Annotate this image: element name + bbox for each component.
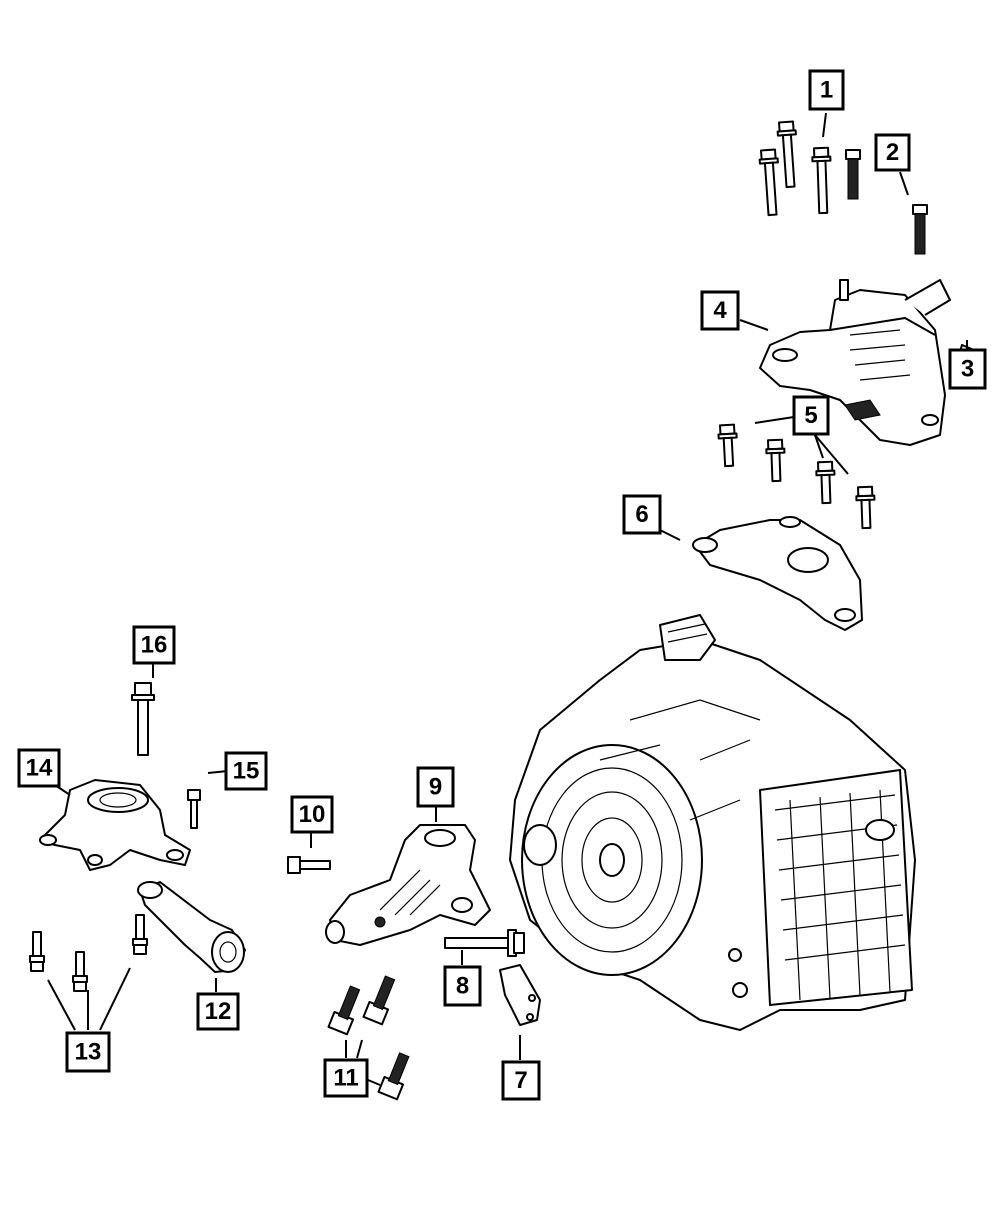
svg-text:5: 5	[804, 402, 817, 429]
callout-14: 14	[17, 748, 61, 788]
svg-text:4: 4	[713, 297, 727, 324]
svg-text:7: 7	[514, 1067, 527, 1094]
lower-mount-14	[39, 779, 191, 871]
callout-15: 15	[224, 751, 268, 791]
mount-bracket-6	[692, 516, 863, 631]
svg-text:15: 15	[233, 758, 260, 785]
callout-3: 3	[948, 348, 987, 390]
long-bolt-8	[444, 929, 525, 957]
callout-5: 5	[792, 395, 830, 436]
callout-13: 13	[65, 1031, 111, 1073]
bolt-set-11	[327, 975, 410, 1101]
svg-text:11: 11	[333, 1065, 358, 1092]
bolt-16	[131, 682, 155, 756]
callout-11: 11	[323, 1058, 369, 1098]
svg-text:1: 1	[820, 77, 833, 104]
callout-7: 7	[501, 1060, 541, 1101]
svg-text:12: 12	[205, 998, 232, 1025]
callout-10: 10	[290, 795, 334, 834]
svg-text:8: 8	[456, 973, 469, 1000]
callout-8: 8	[443, 965, 482, 1007]
torque-strut-12	[137, 881, 246, 973]
mount-bolt-2	[912, 204, 928, 255]
svg-text:13: 13	[75, 1039, 102, 1066]
mount-bolt-set-5	[717, 423, 877, 530]
svg-text:2: 2	[886, 139, 899, 166]
bolt-15	[187, 789, 201, 829]
cover-plate-7	[499, 964, 541, 1026]
callout-1: 1	[808, 69, 845, 111]
svg-text:10: 10	[299, 801, 326, 828]
callout-4: 4	[700, 290, 740, 331]
callout-6: 6	[622, 494, 662, 535]
svg-text:6: 6	[635, 501, 648, 528]
leader-lines	[47, 112, 968, 1086]
bolt-10	[287, 856, 331, 874]
svg-text:14: 14	[26, 755, 53, 782]
callout-2: 2	[874, 133, 911, 172]
callout-16: 16	[132, 625, 176, 665]
mount-bolt-set-1	[758, 120, 861, 217]
upper-engine-mount	[759, 279, 951, 446]
bolt-set-13	[29, 914, 148, 992]
svg-text:16: 16	[141, 632, 168, 659]
svg-text:9: 9	[429, 774, 442, 801]
mount-bracket-9	[325, 824, 491, 946]
transmission-assembly	[509, 614, 916, 1031]
callout-9: 9	[416, 766, 455, 808]
callout-12: 12	[196, 992, 240, 1031]
svg-text:3: 3	[961, 356, 974, 383]
